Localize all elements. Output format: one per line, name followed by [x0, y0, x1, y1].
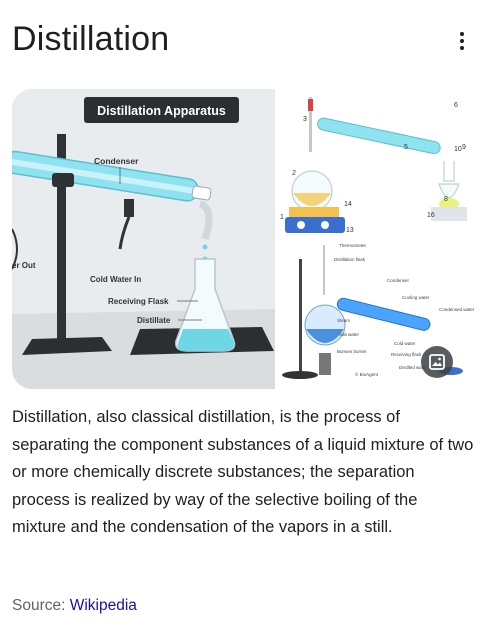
svg-text:6: 6: [454, 102, 458, 109]
page-title: Distillation: [12, 20, 170, 58]
svg-text:2: 2: [292, 170, 296, 177]
label-cold-water-in: Cold Water In: [90, 275, 141, 284]
brand-label: © BioAgent: [355, 371, 379, 377]
description-text: Distillation, also classical distillatio…: [12, 408, 474, 536]
label-water-out: er Out: [12, 261, 36, 270]
label-salt-water: Salt water: [339, 332, 360, 337]
label-cold-water: Cold water: [394, 341, 416, 346]
svg-text:1: 1: [280, 214, 284, 221]
image-icon[interactable]: [421, 346, 453, 378]
svg-text:3: 3: [303, 116, 307, 123]
label-receiving-flask-br: Receiving flask: [391, 352, 422, 357]
svg-text:9: 9: [462, 144, 466, 151]
more-options-icon[interactable]: [450, 30, 474, 54]
label-receiving-flask: Receiving Flask: [108, 297, 169, 306]
label-bunsen-burner: Bunsen burner: [337, 349, 367, 354]
source-link[interactable]: Wikipedia: [69, 597, 137, 614]
banner-text: Distillation Apparatus: [97, 104, 226, 118]
svg-text:10: 10: [454, 146, 462, 153]
label-distillate: Distillate: [137, 316, 171, 325]
label-thermometer: Thermometer: [339, 243, 367, 248]
distillation-apparatus-image[interactable]: Distillation Apparatus Condenser er Out …: [12, 89, 275, 389]
label-condensed-water: Condensed water: [439, 307, 475, 312]
svg-text:5: 5: [404, 144, 408, 151]
image-gallery: Distillation Apparatus Condenser er Out …: [12, 89, 476, 389]
source-line: Source: Wikipedia: [12, 597, 137, 615]
svg-text:8: 8: [444, 196, 448, 203]
label-cooling-water: Cooling water: [402, 295, 430, 300]
source-prefix: Source:: [12, 597, 70, 614]
label-steam: Steam: [337, 318, 350, 323]
svg-text:16: 16: [427, 212, 435, 219]
label-condenser-br: Condenser: [387, 278, 410, 283]
svg-text:14: 14: [344, 201, 352, 208]
label-distillation-flask: Distillation flask: [334, 257, 366, 262]
svg-text:13: 13: [346, 227, 354, 234]
label-distilled-water: Distilled water: [399, 365, 428, 370]
label-condenser: Condenser: [94, 156, 139, 166]
